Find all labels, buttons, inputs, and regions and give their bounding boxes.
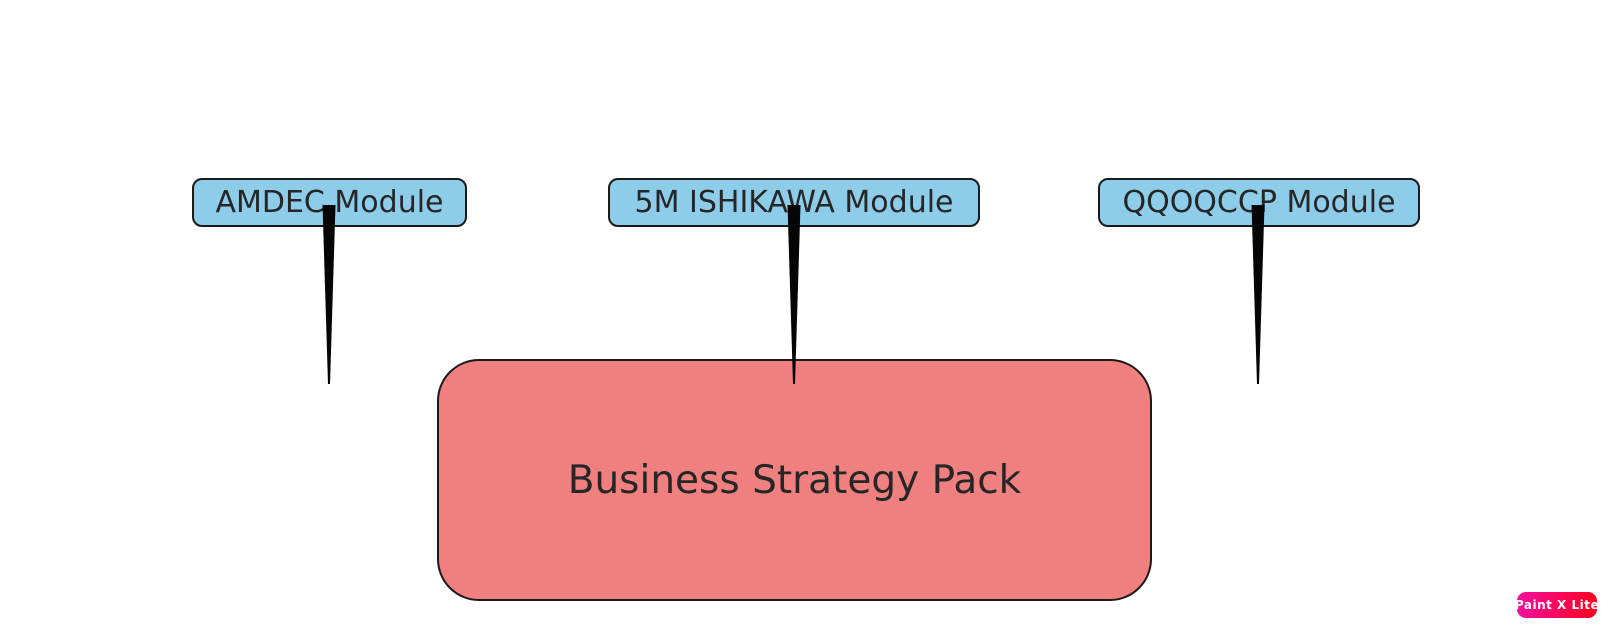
edge-amdec-to-pack bbox=[322, 205, 336, 384]
edge-ishikawa-to-pack bbox=[787, 205, 801, 384]
paint-x-lite-watermark: Paint X Lite bbox=[1514, 592, 1600, 618]
node-amdec-label: AMDEC Module bbox=[215, 184, 444, 220]
edge-qqoqccp-to-pack bbox=[1251, 205, 1265, 384]
node-qqoqccp-label: QQOQCCP Module bbox=[1122, 184, 1396, 220]
node-amdec-module: AMDEC Module bbox=[192, 178, 467, 227]
pack-label: Business Strategy Pack bbox=[567, 457, 1022, 503]
watermark-label: Paint X Lite bbox=[1514, 598, 1600, 612]
node-qqoqccp-module: QQOQCCP Module bbox=[1098, 178, 1420, 227]
node-ishikawa-module: 5M ISHIKAWA Module bbox=[608, 178, 980, 227]
node-business-strategy-pack: Business Strategy Pack bbox=[437, 359, 1152, 601]
node-ishikawa-label: 5M ISHIKAWA Module bbox=[634, 184, 954, 220]
